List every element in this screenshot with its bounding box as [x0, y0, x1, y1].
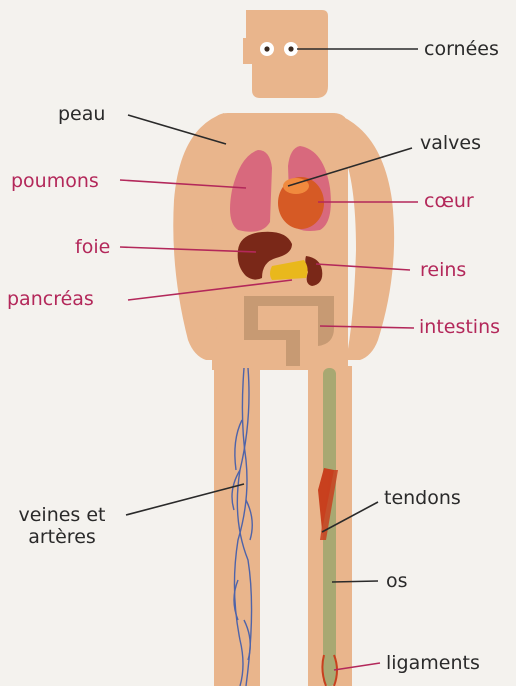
left-leg	[214, 366, 260, 686]
label-intestins: intestins	[419, 316, 500, 338]
label-tendons: tendons	[384, 487, 461, 509]
label-poumons: poumons	[11, 170, 99, 192]
label-valves: valves	[420, 132, 481, 154]
label-veines-arteres: veines et artères	[14, 504, 110, 548]
label-foie: foie	[75, 236, 110, 258]
label-os: os	[386, 570, 408, 592]
head	[243, 10, 328, 98]
label-reins: reins	[420, 259, 466, 281]
label-cornees: cornées	[424, 38, 499, 60]
label-ligaments: ligaments	[386, 652, 480, 674]
label-peau: peau	[58, 103, 105, 125]
label-coeur: cœur	[424, 190, 474, 212]
label-pancreas: pancréas	[7, 288, 94, 310]
